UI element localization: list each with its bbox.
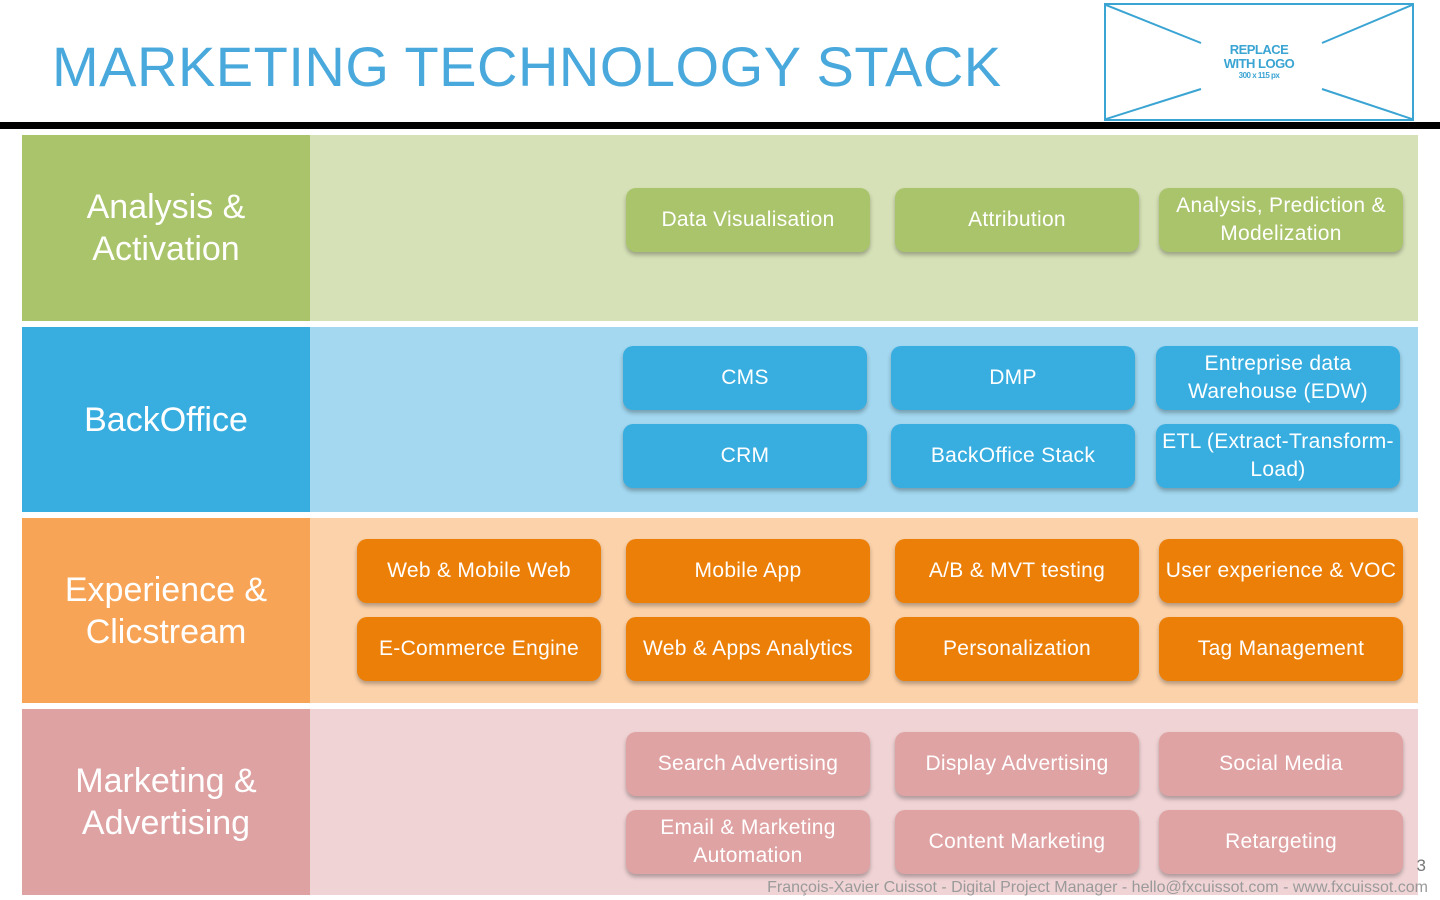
stack-item[interactable]: Data Visualisation: [626, 188, 870, 252]
layer-panel: Search Advertising Display Advertising S…: [310, 709, 1418, 895]
layer-backoffice: BackOffice CMS DMP Entreprise data Wareh…: [22, 327, 1418, 512]
layer-label: BackOffice: [22, 327, 310, 512]
stack-item[interactable]: CRM: [623, 424, 867, 488]
stack-item[interactable]: Personalization: [895, 617, 1139, 681]
layer-label: Experience & Clicstream: [22, 518, 310, 703]
logo-line1: REPLACE: [1229, 42, 1289, 57]
layer-marketing-advertising: Marketing & Advertising Search Advertisi…: [22, 709, 1418, 895]
stack-item[interactable]: Search Advertising: [626, 732, 870, 796]
stack-item[interactable]: Entreprise data Warehouse (EDW): [1156, 346, 1400, 410]
stack-item[interactable]: Content Marketing: [895, 810, 1139, 874]
footer-credit: François-Xavier Cuissot - Digital Projec…: [767, 879, 1428, 896]
layer-panel: Web & Mobile Web Mobile App A/B & MVT te…: [310, 518, 1418, 703]
layer-panel: CMS DMP Entreprise data Warehouse (EDW) …: [310, 327, 1418, 512]
stack-item[interactable]: Web & Apps Analytics: [626, 617, 870, 681]
stack-item[interactable]: User experience & VOC: [1159, 539, 1403, 603]
stack-item[interactable]: Web & Mobile Web: [357, 539, 601, 603]
stack-item[interactable]: Attribution: [895, 188, 1139, 252]
stack-item[interactable]: BackOffice Stack: [891, 424, 1135, 488]
stack-item[interactable]: Tag Management: [1159, 617, 1403, 681]
stack-item[interactable]: A/B & MVT testing: [895, 539, 1139, 603]
layer-label: Marketing & Advertising: [22, 709, 310, 895]
placeholder-cross-icon: [1106, 5, 1412, 119]
stack-item[interactable]: DMP: [891, 346, 1135, 410]
layer-label: Analysis & Activation: [22, 135, 310, 321]
layer-panel: Data Visualisation Attribution Analysis,…: [310, 135, 1418, 321]
stack-item[interactable]: CMS: [623, 346, 867, 410]
page-number: 3: [1416, 856, 1426, 875]
stack-item[interactable]: Analysis, Prediction & Modelization: [1159, 188, 1403, 252]
logo-size: 300 x 115 px: [1238, 71, 1280, 80]
stack-item[interactable]: Social Media: [1159, 732, 1403, 796]
stack-item[interactable]: E-Commerce Engine: [357, 617, 601, 681]
layer-analysis-activation: Analysis & Activation Data Visualisation…: [22, 135, 1418, 321]
slide-title: MARKETING TECHNOLOGY STACK: [52, 35, 1002, 98]
header-divider: [0, 122, 1440, 129]
stack-item[interactable]: ETL (Extract-Transform-Load): [1156, 424, 1400, 488]
stack-item[interactable]: Retargeting: [1159, 810, 1403, 874]
layer-experience-clicstream: Experience & Clicstream Web & Mobile Web…: [22, 518, 1418, 703]
logo-placeholder: REPLACE WITH LOGO 300 x 115 px: [1104, 3, 1414, 121]
logo-line2: WITH LOGO: [1223, 56, 1295, 71]
stack-item[interactable]: Mobile App: [626, 539, 870, 603]
stack-item[interactable]: Display Advertising: [895, 732, 1139, 796]
stack-item[interactable]: Email & Marketing Automation: [626, 810, 870, 874]
